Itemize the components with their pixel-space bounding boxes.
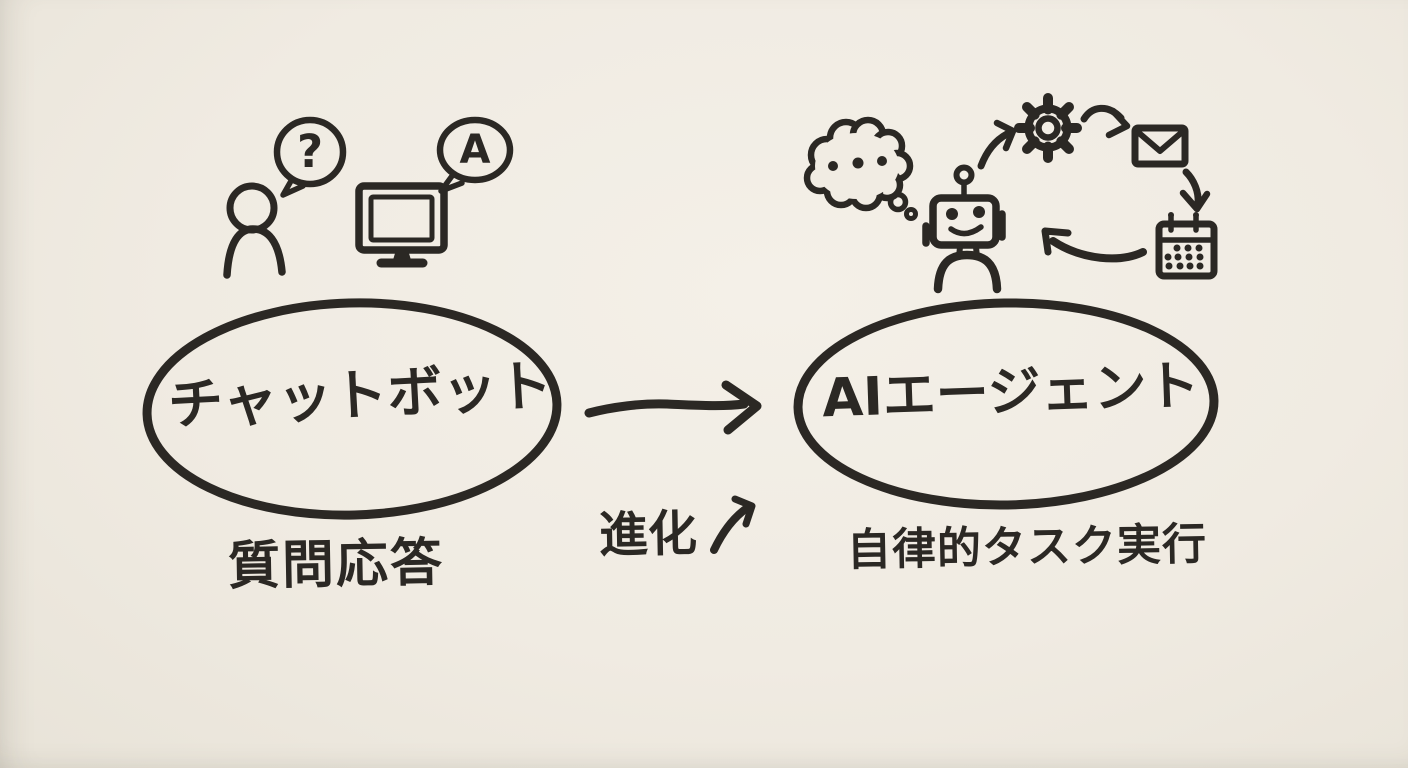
chatbot-caption: 質問応答 bbox=[227, 533, 445, 597]
cycle-arrow-robot-to-gear-icon bbox=[977, 119, 1017, 170]
thought-dots bbox=[828, 156, 887, 171]
robot-icon bbox=[922, 164, 1006, 294]
arrow-up-right-icon bbox=[710, 495, 756, 554]
arrow-right-icon bbox=[584, 380, 762, 435]
cycle-arrow-mail-to-calendar-icon bbox=[1179, 168, 1211, 213]
person-icon bbox=[223, 182, 286, 279]
calendar-icon bbox=[1155, 212, 1218, 280]
answer-bubble-text: A bbox=[459, 127, 491, 173]
cycle-arrow-gear-to-mail-icon bbox=[1080, 104, 1131, 139]
question-bubble-text: ? bbox=[296, 125, 324, 178]
question-speech-bubble-icon bbox=[273, 116, 347, 198]
agent-node-ellipse bbox=[793, 298, 1219, 510]
thought-bubble-icon bbox=[803, 116, 918, 221]
agent-node-label: AIエージェント bbox=[821, 355, 1201, 430]
answer-speech-bubble-icon bbox=[436, 116, 514, 194]
evolution-label: 進化 bbox=[598, 505, 698, 564]
agent-caption: 自律的タスク実行 bbox=[846, 518, 1208, 577]
mail-icon bbox=[1131, 124, 1189, 168]
chatbot-node-ellipse bbox=[142, 298, 562, 520]
cycle-arrow-calendar-to-robot-icon bbox=[1041, 227, 1147, 263]
gear-icon bbox=[1014, 93, 1082, 163]
monitor-icon bbox=[355, 182, 448, 268]
